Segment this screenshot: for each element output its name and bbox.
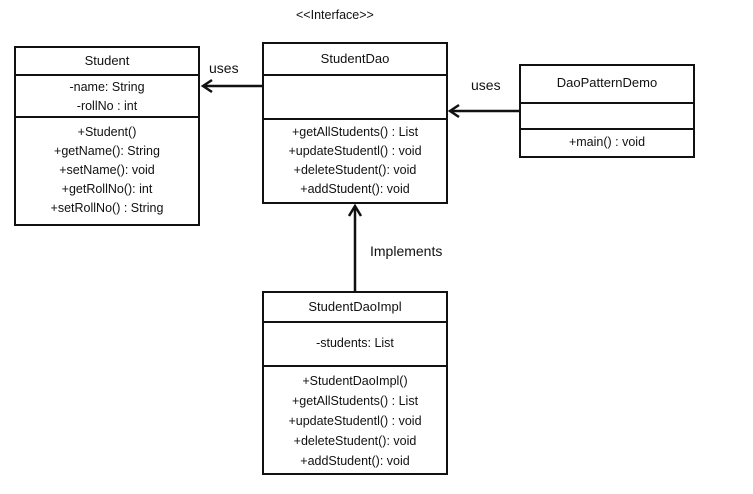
student-class-name: Student [84,53,130,68]
student-dao-methods-section: +getAllStudents() : List +updateStudentl… [264,118,446,202]
student-dao-impl-method: +updateStudentl() : void [288,414,422,428]
student-dao-attributes-section [264,74,446,118]
uses-label-left: uses [209,60,239,76]
student-method: +Student() [77,125,137,139]
student-dao-impl-attributes-section: -students: List [264,321,446,365]
dao-pattern-demo-method: +main() : void [568,135,646,149]
student-dao-impl-class-name: StudentDaoImpl [308,299,402,314]
student-dao-method: +addStudent(): void [300,182,410,196]
student-dao-impl-methods-section: +StudentDaoImpl() +getAllStudents() : Li… [264,365,446,473]
uses-arrow-demo-to-dao [447,103,519,119]
dao-pattern-demo-class-box: DaoPatternDemo +main() : void [519,64,695,158]
student-method: +getRollNo(): int [61,182,153,196]
student-dao-method: +getAllStudents() : List [291,125,419,139]
student-dao-impl-method: +getAllStudents() : List [291,394,419,408]
student-dao-impl-method: +StudentDaoImpl() [302,374,408,388]
student-dao-impl-class-box: StudentDaoImpl -students: List +StudentD… [262,291,448,475]
student-dao-class-name: StudentDao [320,51,390,66]
student-class-box: Student -name: String -rollNo : int +Stu… [14,46,200,226]
student-dao-impl-method: +addStudent(): void [300,454,410,468]
student-attributes-section: -name: String -rollNo : int [16,74,198,116]
student-name-section: Student [16,48,198,74]
student-method: +setRollNo() : String [50,201,164,215]
implements-label: Implements [370,243,443,259]
student-dao-impl-name-section: StudentDaoImpl [264,293,446,321]
student-method: +setName(): void [59,163,155,177]
student-methods-section: +Student() +getName(): String +setName()… [16,116,198,224]
uses-arrow-dao-to-student [200,78,262,94]
student-dao-name-section: StudentDao [264,44,446,74]
dao-pattern-demo-attributes-section [521,102,693,128]
student-attribute: -rollNo : int [76,99,138,113]
implements-arrow-impl-to-dao [347,203,363,291]
student-dao-method: +deleteStudent(): void [293,163,417,177]
uses-label-right: uses [471,77,501,93]
student-dao-impl-attribute: -students: List [316,336,394,350]
student-dao-class-box: StudentDao +getAllStudents() : List +upd… [262,42,448,204]
dao-pattern-demo-methods-section: +main() : void [521,128,693,156]
dao-pattern-demo-class-name: DaoPatternDemo [556,75,658,90]
dao-pattern-demo-name-section: DaoPatternDemo [521,66,693,102]
student-method: +getName(): String [54,144,160,158]
student-dao-method: +updateStudentl() : void [288,144,422,158]
student-attribute: -name: String [69,80,145,94]
interface-stereotype: <<Interface>> [296,8,374,22]
student-dao-impl-method: +deleteStudent(): void [293,434,417,448]
